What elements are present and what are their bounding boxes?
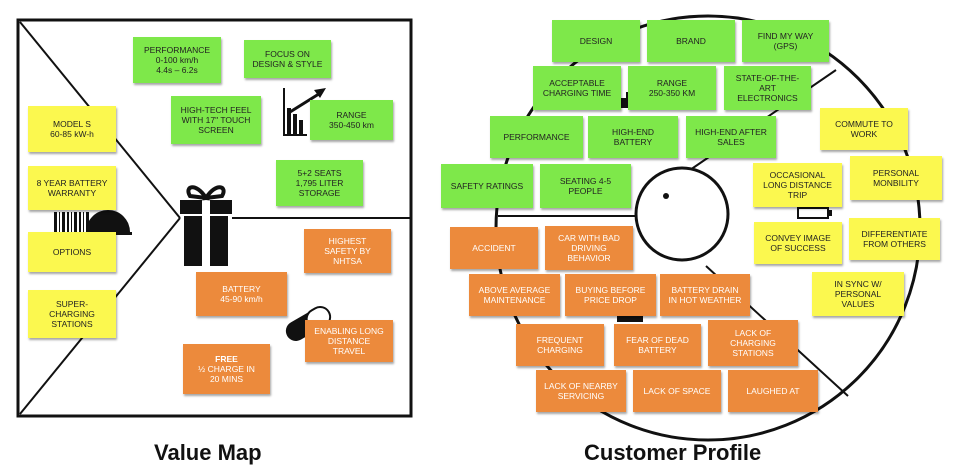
value-map-title: Value Map bbox=[154, 440, 262, 465]
note-brand: BRAND bbox=[647, 20, 735, 62]
note-electronics: STATE-OF-THE- ART ELECTRONICS bbox=[724, 66, 811, 110]
note-after-sales: HIGH-END AFTER SALES bbox=[686, 116, 776, 158]
barcode-icon bbox=[54, 212, 89, 232]
note-supercharging: SUPER- CHARGING STATIONS bbox=[28, 290, 116, 338]
note-find-my-way: FIND MY WAY (GPS) bbox=[742, 20, 829, 62]
battery-icon bbox=[797, 207, 832, 219]
free-charge-text: ½ CHARGE IN 20 MINS bbox=[198, 364, 255, 384]
note-accident: ACCIDENT bbox=[450, 227, 538, 269]
note-free-charge: FREE ½ CHARGE IN 20 MINS bbox=[183, 344, 270, 394]
face-eye-icon bbox=[663, 193, 669, 199]
note-dead-battery: FEAR OF DEAD BATTERY bbox=[614, 324, 701, 366]
note-safety-ratings: SAFETY RATINGS bbox=[441, 164, 533, 208]
free-label: FREE bbox=[215, 354, 238, 364]
note-differentiate: DIFFERENTIATE FROM OTHERS bbox=[849, 218, 940, 260]
growth-chart-icon bbox=[283, 88, 326, 136]
note-seating: SEATING 4-5 PEOPLE bbox=[540, 164, 631, 208]
note-battery-drain: BATTERY DRAIN IN HOT WEATHER bbox=[660, 274, 750, 316]
note-battery: BATTERY 45-90 km/h bbox=[196, 272, 287, 316]
note-personal-mobility: PERSONAL MONBILITY bbox=[850, 156, 942, 200]
customer-face-icon bbox=[634, 166, 730, 262]
note-lack-stations: LACK OF CHARGING STATIONS bbox=[708, 320, 798, 366]
note-high-tech: HIGH-TECH FEEL WITH 17" TOUCH SCREEN bbox=[171, 96, 261, 144]
note-lack-space: LACK OF SPACE bbox=[633, 370, 721, 412]
note-cp-performance: PERFORMANCE bbox=[490, 116, 583, 158]
note-safety: HIGHEST SAFETY BY NHTSA bbox=[304, 229, 391, 273]
note-cp-range: RANGE 250-350 KM bbox=[628, 66, 716, 110]
note-focus-design: FOCUS ON DESIGN & STYLE bbox=[244, 40, 331, 78]
note-laughed: LAUGHED AT bbox=[728, 370, 818, 412]
note-range: RANGE 350-450 km bbox=[310, 100, 393, 140]
note-seats: 5+2 SEATS 1,795 LITER STORAGE bbox=[276, 160, 363, 206]
gift-icon bbox=[180, 185, 232, 266]
note-performance: PERFORMANCE 0-100 km/h 4.4s – 6.2s bbox=[133, 37, 221, 83]
note-model-s: MODEL S 60-85 kW-h bbox=[28, 106, 116, 152]
note-enabling: ENABLING LONG DISTANCE TRAVEL bbox=[305, 320, 393, 362]
note-success: CONVEY IMAGE OF SUCCESS bbox=[754, 222, 842, 264]
note-warranty: 8 YEAR BATTERY WARRANTY bbox=[28, 166, 116, 210]
value-map-frame bbox=[16, 18, 413, 418]
note-charging-time: ACCEPTABLE CHARGING TIME bbox=[533, 66, 621, 110]
note-bad-driving: CAR WITH BAD DRIVING BEHAVIOR bbox=[545, 226, 633, 270]
note-frequent-charging: FREQUENT CHARGING bbox=[516, 324, 604, 366]
note-high-end-battery: HIGH-END BATTERY bbox=[588, 116, 678, 158]
note-price-drop: BUYING BEFORE PRICE DROP bbox=[565, 274, 656, 316]
note-maintenance: ABOVE AVERAGE MAINTENANCE bbox=[469, 274, 560, 316]
note-design: DESIGN bbox=[552, 20, 640, 62]
note-in-sync: IN SYNC W/ PERSONAL VALUES bbox=[812, 272, 904, 316]
note-long-trip: OCCASIONAL LONG DISTANCE TRIP bbox=[753, 163, 842, 207]
customer-profile-title: Customer Profile bbox=[584, 440, 762, 465]
note-options: OPTIONS bbox=[28, 232, 116, 272]
note-commute: COMMUTE TO WORK bbox=[820, 108, 908, 150]
note-lack-servicing: LACK OF NEARBY SERVICING bbox=[536, 370, 626, 412]
